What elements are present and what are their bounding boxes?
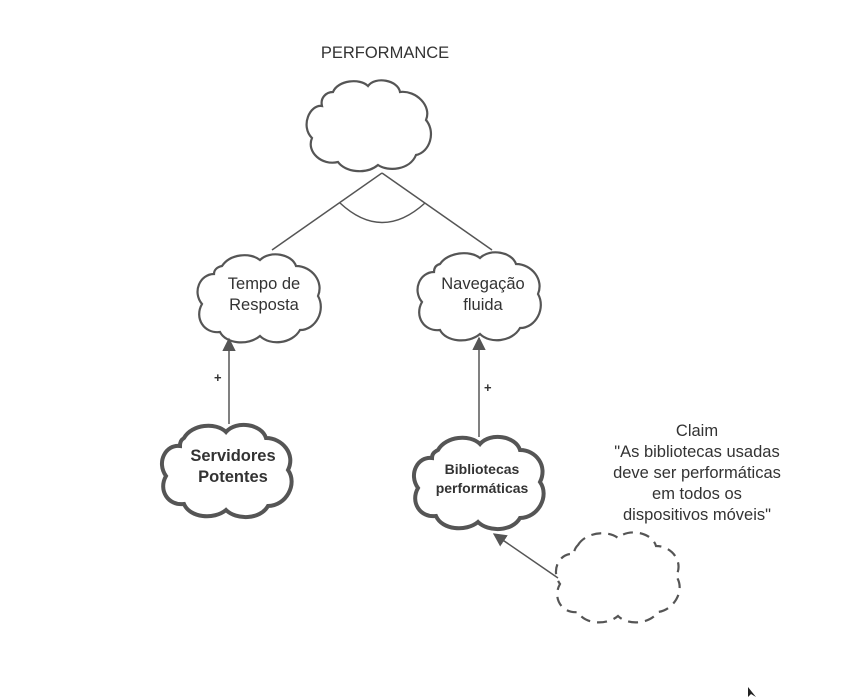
- softgoal-tempo-de-resposta-cloud[interactable]: [196, 253, 322, 344]
- navegacao-label-line1: Navegação: [441, 275, 525, 293]
- servidores-label-line2: Potentes: [198, 468, 268, 486]
- softgoal-navegacao-fluida-cloud[interactable]: [416, 251, 542, 342]
- softgoal-navegacao-fluida-label: Navegação fluida: [419, 274, 547, 316]
- and-decomposition-arc: [339, 202, 426, 224]
- claim-cloud[interactable]: [554, 531, 681, 624]
- operationalization-bibliotecas-performaticas-label: Bibliotecas performáticas: [416, 460, 548, 498]
- claim-line3: em todos os: [652, 485, 742, 503]
- tempo-label-line1: Tempo de: [227, 275, 301, 293]
- tempo-label-line2: Resposta: [229, 296, 299, 314]
- contribution-label-bibliotecas: +: [484, 380, 492, 395]
- operationalization-servidores-potentes-cloud[interactable]: [160, 422, 294, 519]
- navegacao-label-line2: fluida: [463, 296, 503, 314]
- mouse-cursor-icon: [748, 687, 756, 697]
- claim-line4: dispositivos móveis": [623, 506, 771, 524]
- claim-title: Claim: [675, 422, 719, 440]
- claim-line1: "As bibliotecas usadas: [614, 443, 780, 461]
- contribution-label-servidores: +: [214, 370, 222, 385]
- and-decomposition-line-left: [271, 172, 383, 251]
- performance-label-text: PERFORMANCE: [320, 44, 450, 62]
- claim-arrow-to-bibliotecas: [492, 533, 559, 579]
- softgoal-performance-label: PERFORMANCE: [300, 43, 470, 64]
- servidores-label-line1: Servidores: [190, 447, 276, 465]
- claim-line2: deve ser performáticas: [613, 464, 781, 482]
- softgoal-performance-cloud[interactable]: [305, 79, 433, 173]
- operationalization-servidores-potentes-label: Servidores Potentes: [168, 446, 298, 488]
- softgoal-tempo-de-resposta-label: Tempo de Resposta: [200, 274, 328, 316]
- claim-text: Claim "As bibliotecas usadas deve ser pe…: [597, 421, 797, 526]
- and-decomposition-line-right: [381, 172, 493, 251]
- operationalization-bibliotecas-performaticas-cloud[interactable]: [412, 434, 546, 531]
- bibliotecas-label-line2: performáticas: [435, 480, 529, 496]
- bibliotecas-label-line1: Bibliotecas: [444, 461, 520, 477]
